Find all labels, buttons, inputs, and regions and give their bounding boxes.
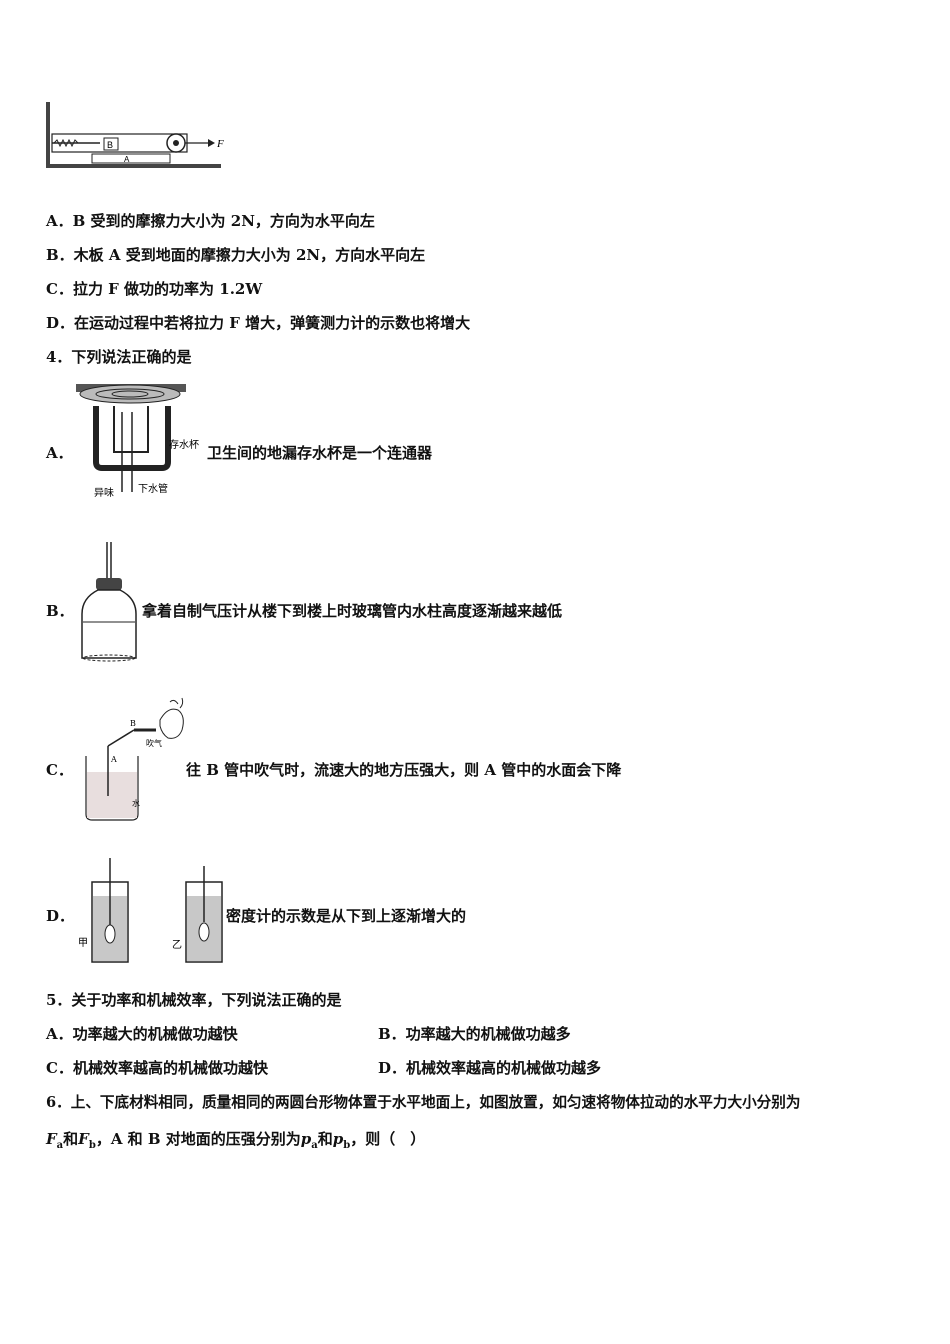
q3-figure: B A F [46,102,224,168]
q6-sub-b2: b [343,1140,351,1151]
q6-mid: ，A 和 B 对地面的压强分别为 [95,1130,301,1148]
q6-tail: ，则（ ） [350,1130,426,1148]
q4-option-a-letter: A． [46,444,73,462]
q3-label-a: A [124,155,130,164]
q4-option-c-text: 往 B 管中吹气时，流速大的地方压强大，则 A 管中的水面会下降 [186,761,622,779]
q4-a-label-cup: 存水杯 [169,438,199,451]
q3-label-b: B [107,140,113,150]
q5-stem: 5．关于功率和机械效率，下列说法正确的是 [46,991,342,1009]
q4-option-a-text: 卫生间的地漏存水杯是一个连通器 [207,444,433,462]
q6-and2: 和 [317,1130,333,1148]
q4-c-straw-figure: B A 吹气 水 [85,697,184,821]
q4-c-label-b: B [130,719,136,728]
q6-stem-line1: 6．上、下底材料相同，质量相同的两圆台形物体置于水平地面上，如图放置，如匀速将物… [46,1094,801,1111]
q4-option-d-letter: D． [46,907,75,925]
q4-a-floor-drain-figure: 存水杯 异味 下水管 [76,384,199,499]
q3-option-b: B．木板 A 受到地面的摩擦力大小为 2N，方向水平向左 [46,246,426,264]
q3-option-a: A．B 受到的摩擦力大小为 2N，方向为水平向左 [46,212,375,230]
q4-option-c-letter: C． [46,761,73,779]
q4-option-d-text: 密度计的示数是从下到上逐渐增大的 [226,907,467,925]
q4-option-b-letter: B． [46,602,74,620]
q6-var-p: p [300,1130,312,1148]
q6-sub-b: b [88,1140,96,1151]
q6-and1: 和 [63,1130,79,1148]
q4-d-label-yi: 乙 [172,939,182,951]
q5-option-a: A．功率越大的机械做功越快 [46,1025,238,1043]
q4-b-barometer-figure [81,542,137,662]
q6-sub-a: a [56,1140,64,1151]
q4-c-label-water: 水 [132,798,140,808]
q3-option-d: D．在运动过程中若将拉力 F 增大，弹簧测力计的示数也将增大 [46,314,471,332]
q6-sub-a2: a [311,1140,318,1151]
q5-option-b: B．功率越大的机械做功越多 [378,1025,571,1043]
q5-option-d: D．机械效率越高的机械做功越多 [378,1059,602,1077]
q4-a-label-pipe: 下水管 [138,482,168,495]
q6-var-p2: p [332,1130,344,1148]
q4-c-label-blow: 吹气 [146,738,162,748]
q3-option-c: C．拉力 F 做功的功率为 1.2W [46,280,263,298]
q5-option-c: C．机械效率越高的机械做功越快 [46,1059,268,1077]
q4-c-label-a: A [110,755,117,764]
q4-a-label-odor: 异味 [94,487,114,499]
q4-d-label-jia: 甲 [78,938,88,949]
q6-var-f: F [46,1130,57,1148]
q4-d-hydrometer-figure: 甲 乙 [78,858,223,963]
q4-option-b-text: 拿着自制气压计从楼下到楼上时玻璃管内水柱高度逐渐越来越低 [142,602,563,620]
q4-stem: 4．下列说法正确的是 [46,348,192,366]
q6-stem-line2: Fa和Fb，A 和 B 对地面的压强分别为pa和pb，则（ ） [46,1129,425,1156]
q3-label-f: F [216,138,224,150]
q6-var-f2: F [78,1130,89,1148]
